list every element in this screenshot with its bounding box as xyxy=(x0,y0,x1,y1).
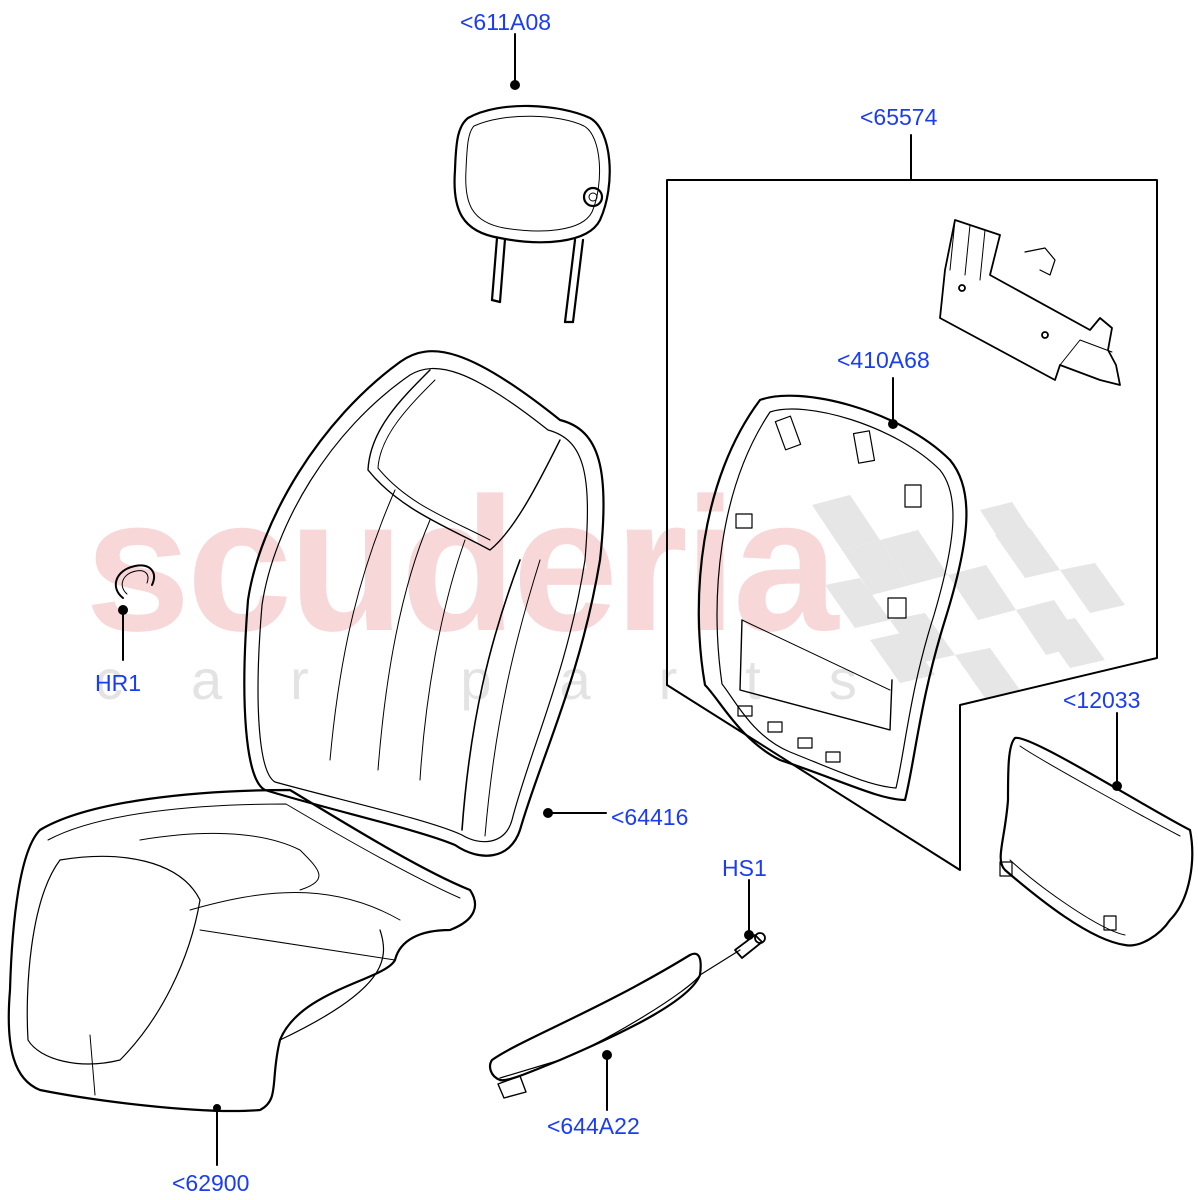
callout-backrest-panel[interactable]: <410A68 xyxy=(837,347,930,373)
backrest-panel-part[interactable] xyxy=(697,394,968,802)
backrest-cover-part[interactable] xyxy=(243,350,605,857)
armrest-part[interactable] xyxy=(489,949,741,1099)
hook-ring-part[interactable] xyxy=(114,564,155,599)
headrest-part[interactable] xyxy=(453,104,611,324)
callout-backrest-cover[interactable]: <64416 xyxy=(611,804,689,830)
callout-screw[interactable]: HS1 xyxy=(722,855,767,881)
leader-lines xyxy=(118,33,1122,1166)
callout-backrest-group[interactable]: <65574 xyxy=(860,104,938,130)
callout-hook-ring[interactable]: HR1 xyxy=(95,670,142,696)
cushion-cover-part[interactable] xyxy=(7,788,477,1113)
lumbar-cover-part[interactable] xyxy=(999,736,1194,947)
backrest-group-box xyxy=(666,134,1158,871)
watermark-sub-text: car parts xyxy=(95,648,925,711)
callout-lumbar-cover[interactable]: <12033 xyxy=(1063,687,1141,713)
checkered-flag-watermark xyxy=(812,495,1125,698)
callout-armrest[interactable]: <644A22 xyxy=(547,1113,640,1139)
screw-part[interactable] xyxy=(734,932,766,959)
callout-cushion-cover[interactable]: <62900 xyxy=(172,1170,250,1196)
callout-headrest[interactable]: <611A08 xyxy=(460,9,552,35)
recliner-bracket-part[interactable] xyxy=(939,219,1121,386)
